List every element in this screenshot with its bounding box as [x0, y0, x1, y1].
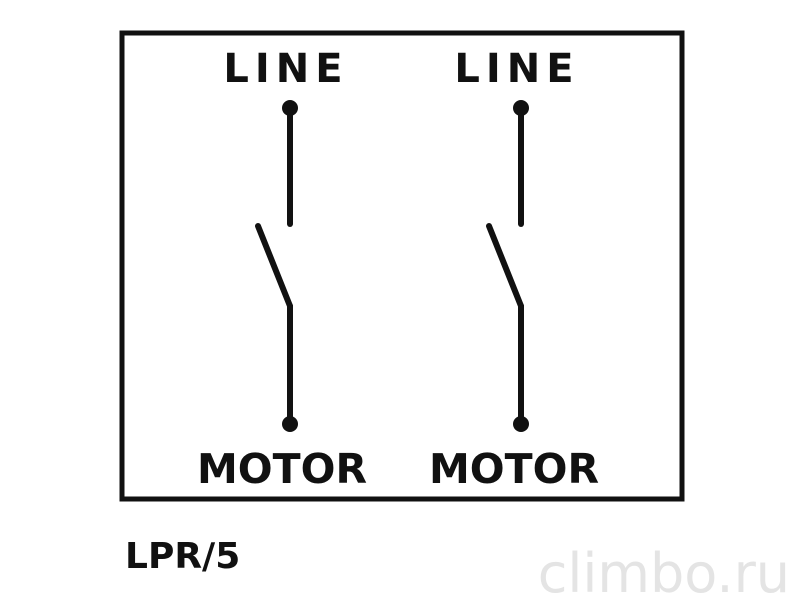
pole-2-motor-terminal: [513, 416, 529, 432]
pole-2-motor-label: MOTOR: [429, 445, 599, 493]
pole-1-switch-blade: [255, 223, 293, 309]
watermark-text: climbo.ru: [538, 542, 790, 600]
enclosure-box: [119, 30, 685, 502]
pole-1-line-label: LINE: [223, 46, 348, 92]
pole-2-switch-blade: [486, 223, 524, 309]
pole-1-motor-label: MOTOR: [197, 445, 367, 493]
pole-2-line-label: LINE: [454, 46, 579, 92]
pole-1-motor-terminal: [282, 416, 298, 432]
pole-2: LINE MOTOR: [429, 46, 599, 493]
model-label: LPR/5: [125, 536, 240, 577]
pole-1: LINE MOTOR: [197, 46, 367, 493]
